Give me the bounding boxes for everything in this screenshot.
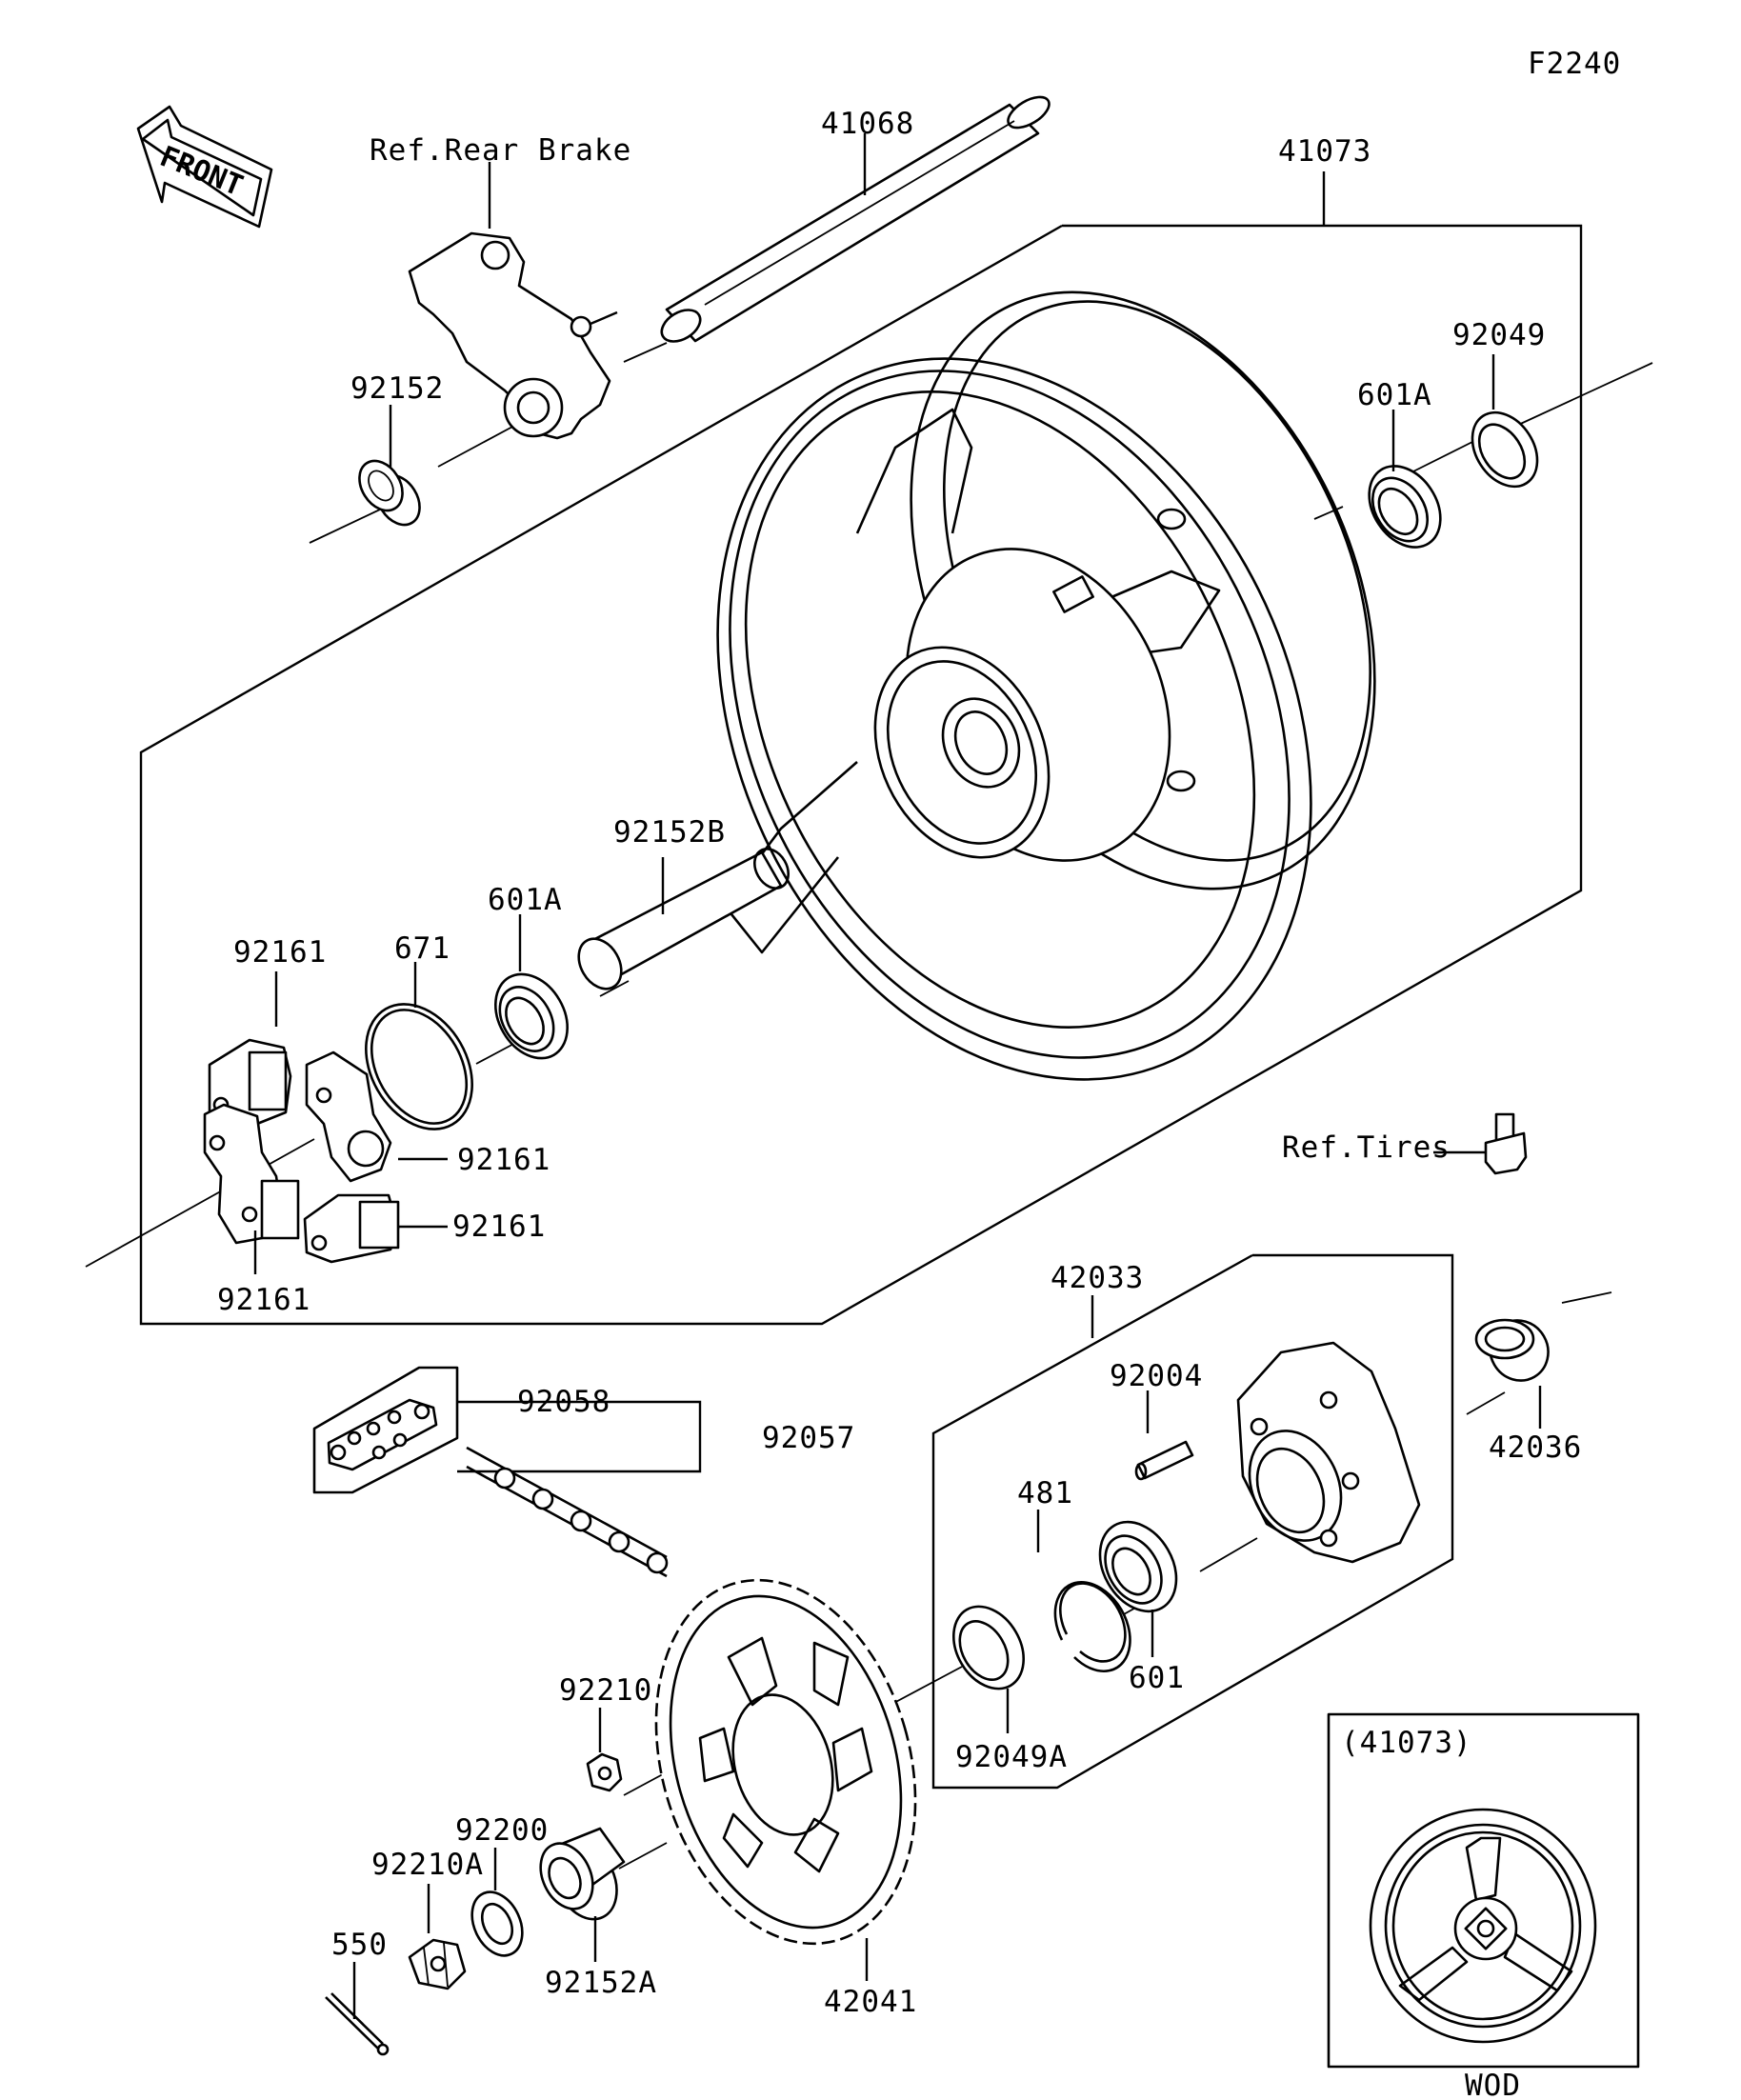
label-92210a: 92210A xyxy=(371,1848,484,1882)
stud-92004 xyxy=(1134,1440,1194,1481)
inset-ref-label: (41073) xyxy=(1341,1726,1472,1760)
label-92004: 92004 xyxy=(1110,1359,1203,1393)
label-ref-rear-brake: Ref.Rear Brake xyxy=(370,133,631,168)
label-92161-b: 92161 xyxy=(457,1143,550,1177)
collar-42036 xyxy=(1474,1318,1550,1382)
label-92210: 92210 xyxy=(559,1673,652,1708)
label-92161-c: 92161 xyxy=(452,1210,546,1244)
figure-code: F2240 xyxy=(1528,47,1621,81)
damper-92161-right xyxy=(305,1050,392,1183)
label-671: 671 xyxy=(394,931,450,966)
washer-92200 xyxy=(470,1890,524,1957)
label-41073: 41073 xyxy=(1278,134,1371,169)
bearing-601a-top xyxy=(1368,465,1442,549)
label-92057: 92057 xyxy=(762,1421,855,1455)
cotter-pin-550 xyxy=(325,1992,390,2056)
chain-joint-92058 xyxy=(312,1366,459,1494)
label-601a-mid: 601A xyxy=(488,883,563,917)
leader-92057 xyxy=(457,1438,702,1473)
label-92058: 92058 xyxy=(517,1385,610,1419)
inset-wheel-variant xyxy=(1327,1712,1640,2069)
chain-92057 xyxy=(466,1446,669,1578)
axle-41068 xyxy=(660,95,1051,343)
collar-92152 xyxy=(358,459,421,527)
sprocket-42041 xyxy=(654,1578,917,1946)
rear-brake-caliper-bracket xyxy=(408,231,618,440)
label-601a-top: 601A xyxy=(1357,378,1432,412)
circlip-481 xyxy=(1053,1581,1131,1673)
bearing-601a-mid xyxy=(494,972,569,1060)
label-92200: 92200 xyxy=(455,1813,549,1848)
damper-92161-left xyxy=(203,1103,300,1245)
coupling-42033 xyxy=(1236,1341,1421,1564)
label-550: 550 xyxy=(331,1928,388,1962)
label-92152: 92152 xyxy=(350,371,444,406)
seal-92049a xyxy=(952,1605,1025,1690)
damper-92161-top xyxy=(208,1038,292,1126)
coupling-assembly-outline xyxy=(931,1253,1454,1790)
label-41068: 41068 xyxy=(821,107,914,141)
seal-92049 xyxy=(1471,410,1539,489)
inset-code-label: WOD xyxy=(1465,2069,1521,2100)
collar-92152a xyxy=(539,1827,626,1921)
label-42041: 42041 xyxy=(824,1985,917,2019)
bearing-601 xyxy=(1098,1520,1178,1613)
wheel-assembly-outline xyxy=(139,224,1583,1326)
o-ring-671 xyxy=(365,1003,473,1130)
collar-92152b xyxy=(577,848,790,990)
tire-valve xyxy=(1484,1112,1528,1175)
label-42036: 42036 xyxy=(1489,1430,1582,1465)
nut-92210 xyxy=(586,1752,623,1792)
label-92161-d: 92161 xyxy=(217,1283,310,1317)
label-92049: 92049 xyxy=(1452,318,1546,352)
rear-wheel-41073 xyxy=(716,290,1376,1081)
castle-nut-92210a xyxy=(408,1938,467,1990)
label-92049a: 92049A xyxy=(955,1740,1068,1774)
label-481: 481 xyxy=(1017,1476,1073,1510)
damper-92161-bottom xyxy=(303,1193,400,1264)
label-ref-tires: Ref.Tires xyxy=(1282,1130,1451,1165)
label-92152a: 92152A xyxy=(545,1966,657,2000)
front-arrow-badge: FRONT xyxy=(136,105,273,229)
label-601: 601 xyxy=(1129,1661,1185,1695)
label-42033: 42033 xyxy=(1051,1261,1144,1295)
label-92161-a: 92161 xyxy=(233,935,327,970)
leader-92058 xyxy=(457,1400,702,1438)
label-92152b: 92152B xyxy=(613,815,726,850)
